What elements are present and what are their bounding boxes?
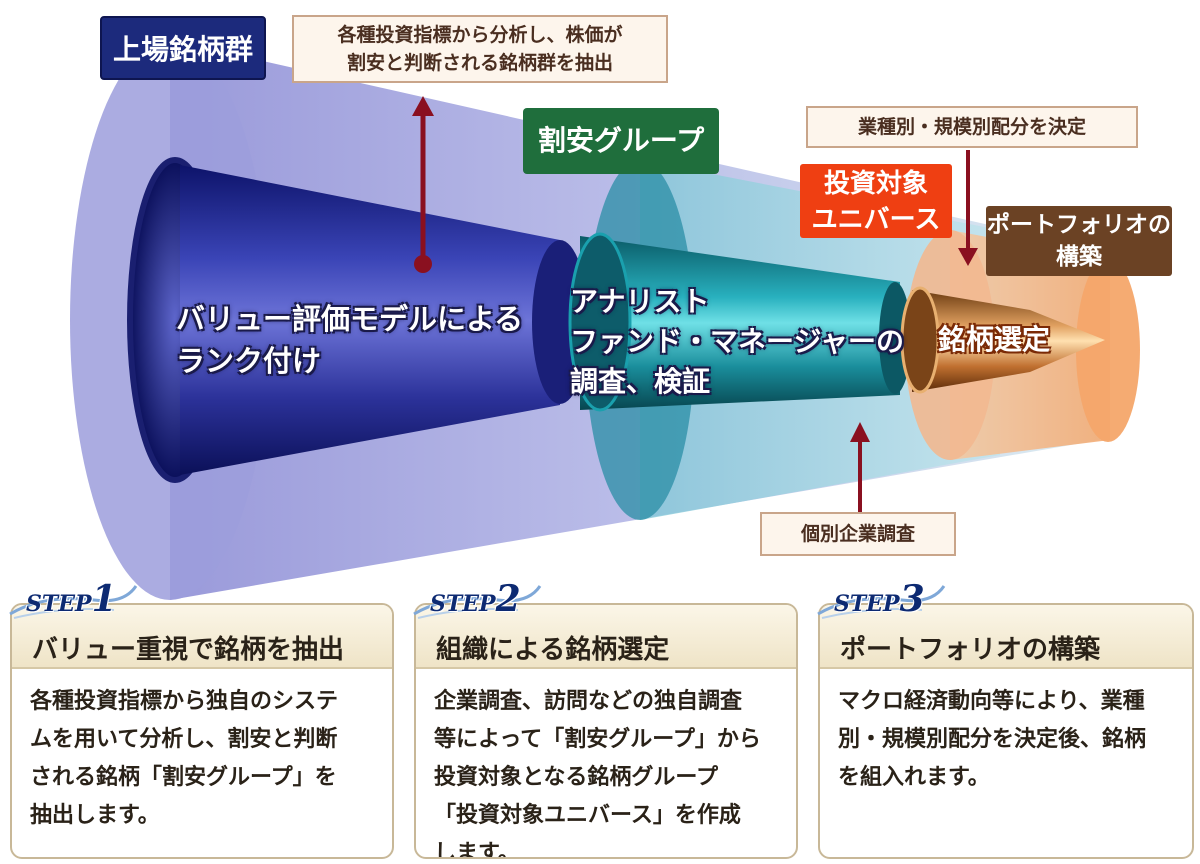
top-note: 各種投資指標から分析し、株価が 割安と判断される銘柄群を抽出 — [292, 15, 668, 83]
step-2-line: 企業調査、訪問などの独自調査 — [434, 689, 743, 714]
step-2-badge-number: 2 — [495, 578, 521, 620]
arrow-up-dot — [414, 255, 432, 273]
step-2-badge: STEP2 — [408, 574, 548, 620]
value-model-text: バリュー評価モデルによる ランク付け — [176, 298, 523, 382]
arrow-down-head — [958, 248, 978, 266]
step-1-body: 各種投資指標から独自のシステ ムを用いて分析し、割安と判断 される銘柄「割安グル… — [12, 669, 392, 835]
arrow-research-head — [850, 422, 870, 442]
step-2-line: 「投資対象ユニバース」を作成 — [434, 803, 741, 828]
portfolio-label-line2: 構築 — [1056, 244, 1102, 270]
swirl-icon — [9, 585, 138, 619]
top-note-line1: 各種投資指標から分析し、株価が — [337, 24, 623, 46]
funnel-diagram — [70, 40, 1140, 600]
step-1-line: される銘柄「割安グループ」を — [30, 765, 337, 790]
orange-band-end — [1076, 258, 1140, 442]
swirl-icon — [817, 585, 946, 619]
universe-label: 投資対象 ユニバース — [800, 164, 952, 238]
analyst-line3: 調査、検証 — [570, 365, 711, 398]
top-note-line2: 割安と判断される銘柄群を抽出 — [346, 52, 613, 74]
step-1-panel: バリュー重視で銘柄を抽出 各種投資指標から独自のシステ ムを用いて分析し、割安と… — [10, 603, 394, 859]
step-3-panel: ポートフォリオの構築 マクロ経済動向等により、業種 別・規模別配分を決定後、銘柄… — [818, 603, 1194, 859]
teal-cone-body — [580, 236, 900, 410]
step-3-badge-word: STEP — [834, 591, 900, 617]
universe-label-line1: 投資対象 — [823, 169, 928, 199]
step-3-title: ポートフォリオの構築 — [820, 605, 1192, 669]
step-2-line: します。 — [434, 841, 520, 859]
step-1-title: バリュー重視で銘柄を抽出 — [12, 605, 392, 669]
listed-stocks-label: 上場銘柄群 — [100, 16, 266, 80]
analyst-line2: ファンド・マネージャーの — [570, 325, 905, 358]
gold-cone-rim — [900, 286, 940, 394]
step-3-line: マクロ経済動向等により、業種 — [838, 689, 1145, 714]
cheap-group-label: 割安グループ — [523, 108, 719, 174]
step-2-line: 投資対象となる銘柄グループ — [434, 765, 719, 790]
step-1-badge-word: STEP — [26, 591, 92, 617]
step-2-panel: 組織による銘柄選定 企業調査、訪問などの独自調査 等によって「割安グループ」から… — [414, 603, 798, 859]
step-3-line: を組入れます。 — [838, 765, 990, 790]
step-3-badge-number: 3 — [899, 578, 925, 620]
selection-text: 銘柄選定 — [938, 323, 1051, 356]
analyst-text: アナリスト ファンド・マネージャーの 調査、検証 — [570, 282, 904, 402]
step-2-line: 等によって「割安グループ」から — [434, 727, 761, 752]
step-1-badge: STEP1 — [4, 574, 144, 620]
step-2-badge-text: STEP2 — [430, 578, 521, 620]
allocation-note: 業種別・規模別配分を決定 — [806, 106, 1138, 148]
research-note: 個別企業調査 — [760, 512, 956, 556]
gold-cone-body — [912, 290, 1105, 392]
step-1-badge-text: STEP1 — [26, 578, 117, 620]
step-1-badge-number: 1 — [91, 578, 117, 620]
step-3-body: マクロ経済動向等により、業種 別・規模別配分を決定後、銘柄 を組入れます。 — [820, 669, 1192, 797]
step-1-line: ムを用いて分析し、割安と判断 — [30, 727, 338, 752]
step-3-badge: STEP3 — [812, 574, 952, 620]
swirl-icon — [413, 585, 542, 619]
portfolio-label-line1: ポートフォリオの — [987, 212, 1171, 238]
value-model-line1: バリュー評価モデルによる — [176, 302, 524, 336]
arrow-up-head — [412, 96, 434, 116]
step-1-line: 抽出します。 — [30, 803, 160, 828]
step-2-body: 企業調査、訪問などの独自調査 等によって「割安グループ」から 投資対象となる銘柄… — [416, 669, 796, 859]
portfolio-label: ポートフォリオの 構築 — [986, 206, 1172, 276]
step-2-badge-word: STEP — [430, 591, 496, 617]
value-model-line2: ランク付け — [176, 344, 322, 378]
blue-cone-body — [180, 165, 560, 475]
teal-cone-rim — [568, 232, 632, 412]
step-3-badge-text: STEP3 — [834, 578, 925, 620]
step-2-title: 組織による銘柄選定 — [416, 605, 796, 669]
universe-label-line2: ユニバース — [811, 205, 941, 235]
step-1-line: 各種投資指標から独自のシステ — [30, 689, 339, 714]
analyst-line1: アナリスト — [570, 285, 710, 318]
step-3-line: 別・規模別配分を決定後、銘柄 — [838, 727, 1147, 752]
